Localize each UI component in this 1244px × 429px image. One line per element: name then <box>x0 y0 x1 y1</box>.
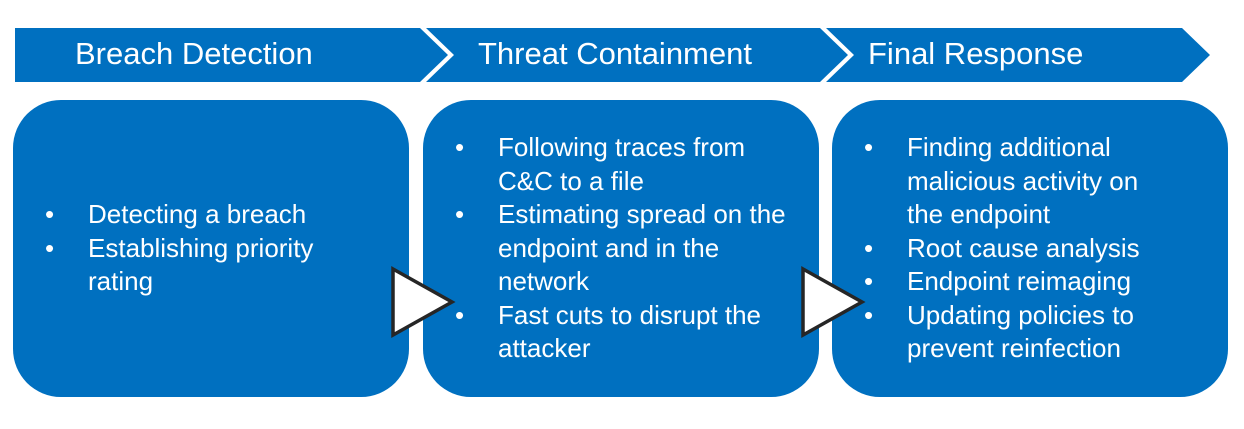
stage-box-breach-detection: Detecting a breach Establishing priority… <box>13 100 409 397</box>
bullet-list: Following traces from C&C to a file Esti… <box>423 131 798 366</box>
header-segment-2 <box>426 28 848 82</box>
stage-box-threat-containment: Following traces from C&C to a file Esti… <box>423 100 819 397</box>
list-item: Fast cuts to disrupt the attacker <box>455 299 798 366</box>
stage-box-final-response: Finding additional malicious activity on… <box>832 100 1228 397</box>
header-segment-3 <box>826 28 1210 82</box>
list-item: Root cause analysis <box>864 232 1167 266</box>
list-item: Detecting a breach <box>45 198 409 232</box>
list-item: Updating policies to prevent reinfection <box>864 299 1167 366</box>
list-item: Following traces from C&C to a file <box>455 131 798 198</box>
stage-title-final-response: Final Response <box>868 36 1084 71</box>
list-item: Finding additional malicious activity on… <box>864 131 1167 232</box>
stage-title-breach-detection: Breach Detection <box>75 36 313 71</box>
header-segment-1 <box>15 28 448 82</box>
bullet-list: Detecting a breach Establishing priority… <box>13 198 409 299</box>
list-item: Establishing priority rating <box>45 232 348 299</box>
stage-title-threat-containment: Threat Containment <box>478 36 752 71</box>
bullet-list: Finding additional malicious activity on… <box>832 131 1167 366</box>
list-item: Endpoint reimaging <box>864 265 1167 299</box>
list-item: Estimating spread on the endpoint and in… <box>455 198 798 299</box>
